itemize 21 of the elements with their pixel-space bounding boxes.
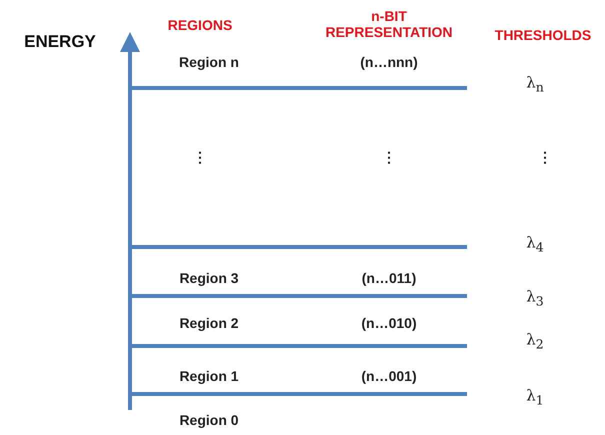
column-header: REGIONS — [168, 17, 232, 33]
axis-label: ENERGY — [24, 32, 96, 52]
column-header: THRESHOLDS — [494, 27, 592, 43]
region-label: Region 3 — [179, 270, 239, 286]
region-label: Region 0 — [179, 412, 239, 428]
bit-code: (n…010) — [361, 315, 417, 331]
region-label: Region 2 — [179, 315, 239, 331]
threshold-label: λ$_{1}$ — [526, 386, 544, 408]
region-label: Region 1 — [179, 368, 239, 384]
region-label: Region n — [179, 54, 239, 70]
bit-code: (n…nnn) — [360, 54, 418, 70]
threshold-label: λ$_{4}$ — [526, 234, 544, 254]
threshold-label: λ$_{3}$ — [526, 288, 544, 308]
bit-code: (n…011) — [362, 270, 416, 286]
threshold-label: λ$_{n}$ — [526, 74, 544, 94]
column-header: n-BIT REPRESENTATION — [324, 8, 454, 40]
threshold-label: λ$_{2}$ — [526, 330, 544, 352]
ellipsis: ⋮ — [538, 149, 552, 165]
ellipsis: ⋮ — [193, 149, 207, 165]
bit-code: (n…001) — [361, 368, 417, 384]
ellipsis: ⋮ — [382, 149, 396, 165]
